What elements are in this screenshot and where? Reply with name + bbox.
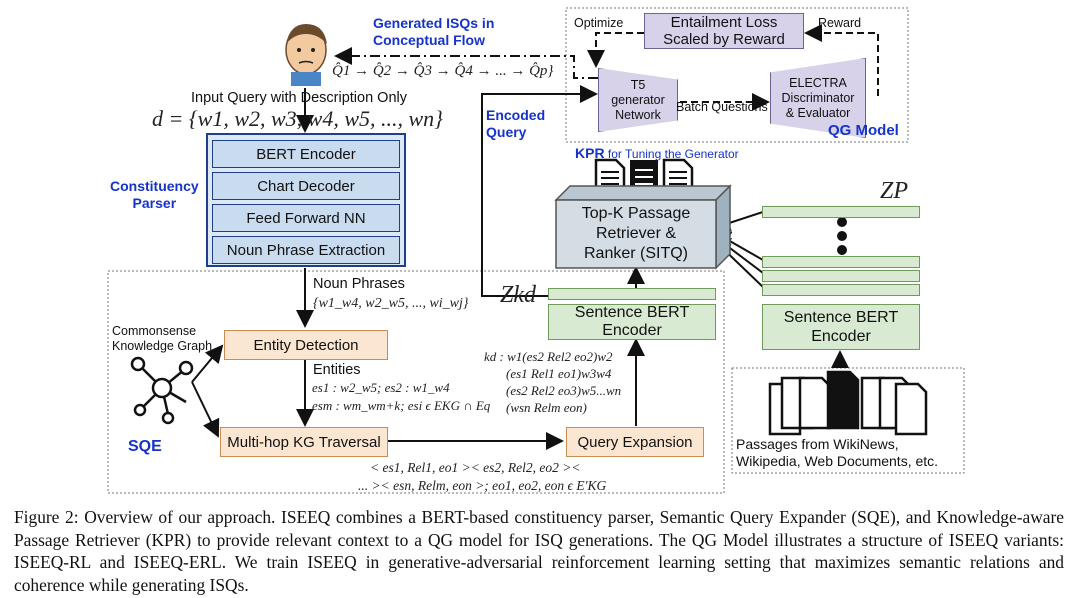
parser-layer-npe: Noun Phrase Extraction	[212, 236, 400, 264]
right-embedding-bar-3	[762, 270, 920, 282]
passages-region	[731, 367, 965, 474]
parser-layer-ffnn: Feed Forward NN	[212, 204, 400, 232]
isq-flow-arrow	[334, 47, 598, 79]
figure-caption: Figure 2: Overview of our approach. ISEE…	[14, 506, 1064, 596]
kd-expansion: kd : w1(es2 Rel2 eo2)w2 (es1 Rel1 eo1)w3…	[484, 349, 622, 415]
right-sentence-bert-encoder: Sentence BERT Encoder	[762, 304, 920, 350]
passages-label: Passages from WikiNews, Wikipedia, Web D…	[736, 436, 939, 469]
sqe-label: SQE	[128, 438, 162, 455]
noun-phrases-label: Noun Phrases	[313, 276, 405, 292]
reward-label: Reward	[818, 16, 862, 30]
right-embedding-bar-2	[762, 256, 920, 268]
sqe-region	[107, 270, 725, 494]
retriever-box	[554, 184, 732, 270]
isq-sequence: Q̂1 → Q̂2 → Q̂3 → Q̂4 → ... → Q̂p}	[332, 63, 554, 79]
entities-line-2: esm : wm_wm+k; esi ϵ EKG ∩ Eq	[312, 398, 491, 413]
encoded-query-arrow	[481, 85, 598, 297]
noun-phrases-set: {w1_w4, w2_w5, ..., wi_wj}	[313, 296, 469, 311]
right-embedding-bar-4	[762, 284, 920, 296]
kg-triples-line-1: < es1, Rel1, eo1 >< es2, Rel2, eo2 ><	[370, 460, 581, 475]
left-embedding-bar	[548, 288, 716, 300]
constituency-parser: BERT Encoder Chart Decoder Feed Forward …	[206, 133, 406, 267]
generated-isqs-label: Generated ISQs in Conceptual Flow	[373, 15, 495, 48]
knowledge-graph-icon	[130, 356, 194, 425]
parser-layer-bert: BERT Encoder	[212, 140, 400, 168]
left-sentence-bert-encoder: Sentence BERT Encoder	[548, 304, 716, 340]
passages-document-icon	[768, 370, 928, 436]
z-kd-label: Zkd	[500, 282, 536, 308]
commonsense-kg-label: Commonsense Knowledge Graph	[112, 324, 213, 353]
entities-label: Entities	[313, 362, 361, 378]
batch-questions-label: Batch Questions	[676, 100, 768, 114]
retriever-label: Top-K Passage Retriever & Ranker (SITQ)	[581, 205, 691, 262]
caption-text: Overview of our approach. ISEEQ combines…	[14, 507, 1064, 595]
entailment-loss-box: Entailment Loss Scaled by Reward	[644, 13, 804, 49]
electra-box: ELECTRA Discriminator & Evaluator	[770, 58, 866, 138]
multi-hop-kg-box: Multi-hop KG Traversal	[220, 427, 388, 457]
optimize-label: Optimize	[574, 16, 624, 30]
constituency-parser-title: Constituency Parser	[110, 178, 199, 211]
entity-detection-box: Entity Detection	[224, 330, 388, 360]
person-icon	[285, 24, 327, 86]
input-query-label: Input Query with Description Only	[191, 90, 407, 106]
right-embedding-bar-1	[762, 206, 920, 218]
kg-triples-line-2: ... >< esn, Relm, eon >; eo1, eo2, eon ϵ…	[358, 478, 607, 493]
encoded-query-label: Encoded Query	[486, 107, 546, 140]
query-expansion-box: Query Expansion	[566, 427, 704, 457]
kpr-label: KPR for Tuning the Generator	[575, 145, 739, 161]
d-formula: d = {w1, w2, w3, w4, w5, ..., wn}	[152, 106, 443, 131]
qg-model-region	[565, 7, 909, 143]
parser-layer-chart: Chart Decoder	[212, 172, 400, 200]
z-p-label: ZP	[880, 178, 909, 204]
t5-generator-box: T5 generator Network	[598, 68, 678, 132]
qg-model-label: QG Model	[828, 122, 899, 139]
caption-prefix: Figure 2:	[14, 507, 79, 527]
entities-line-1: es1 : w2_w5; es2 : w1_w4	[312, 380, 450, 395]
